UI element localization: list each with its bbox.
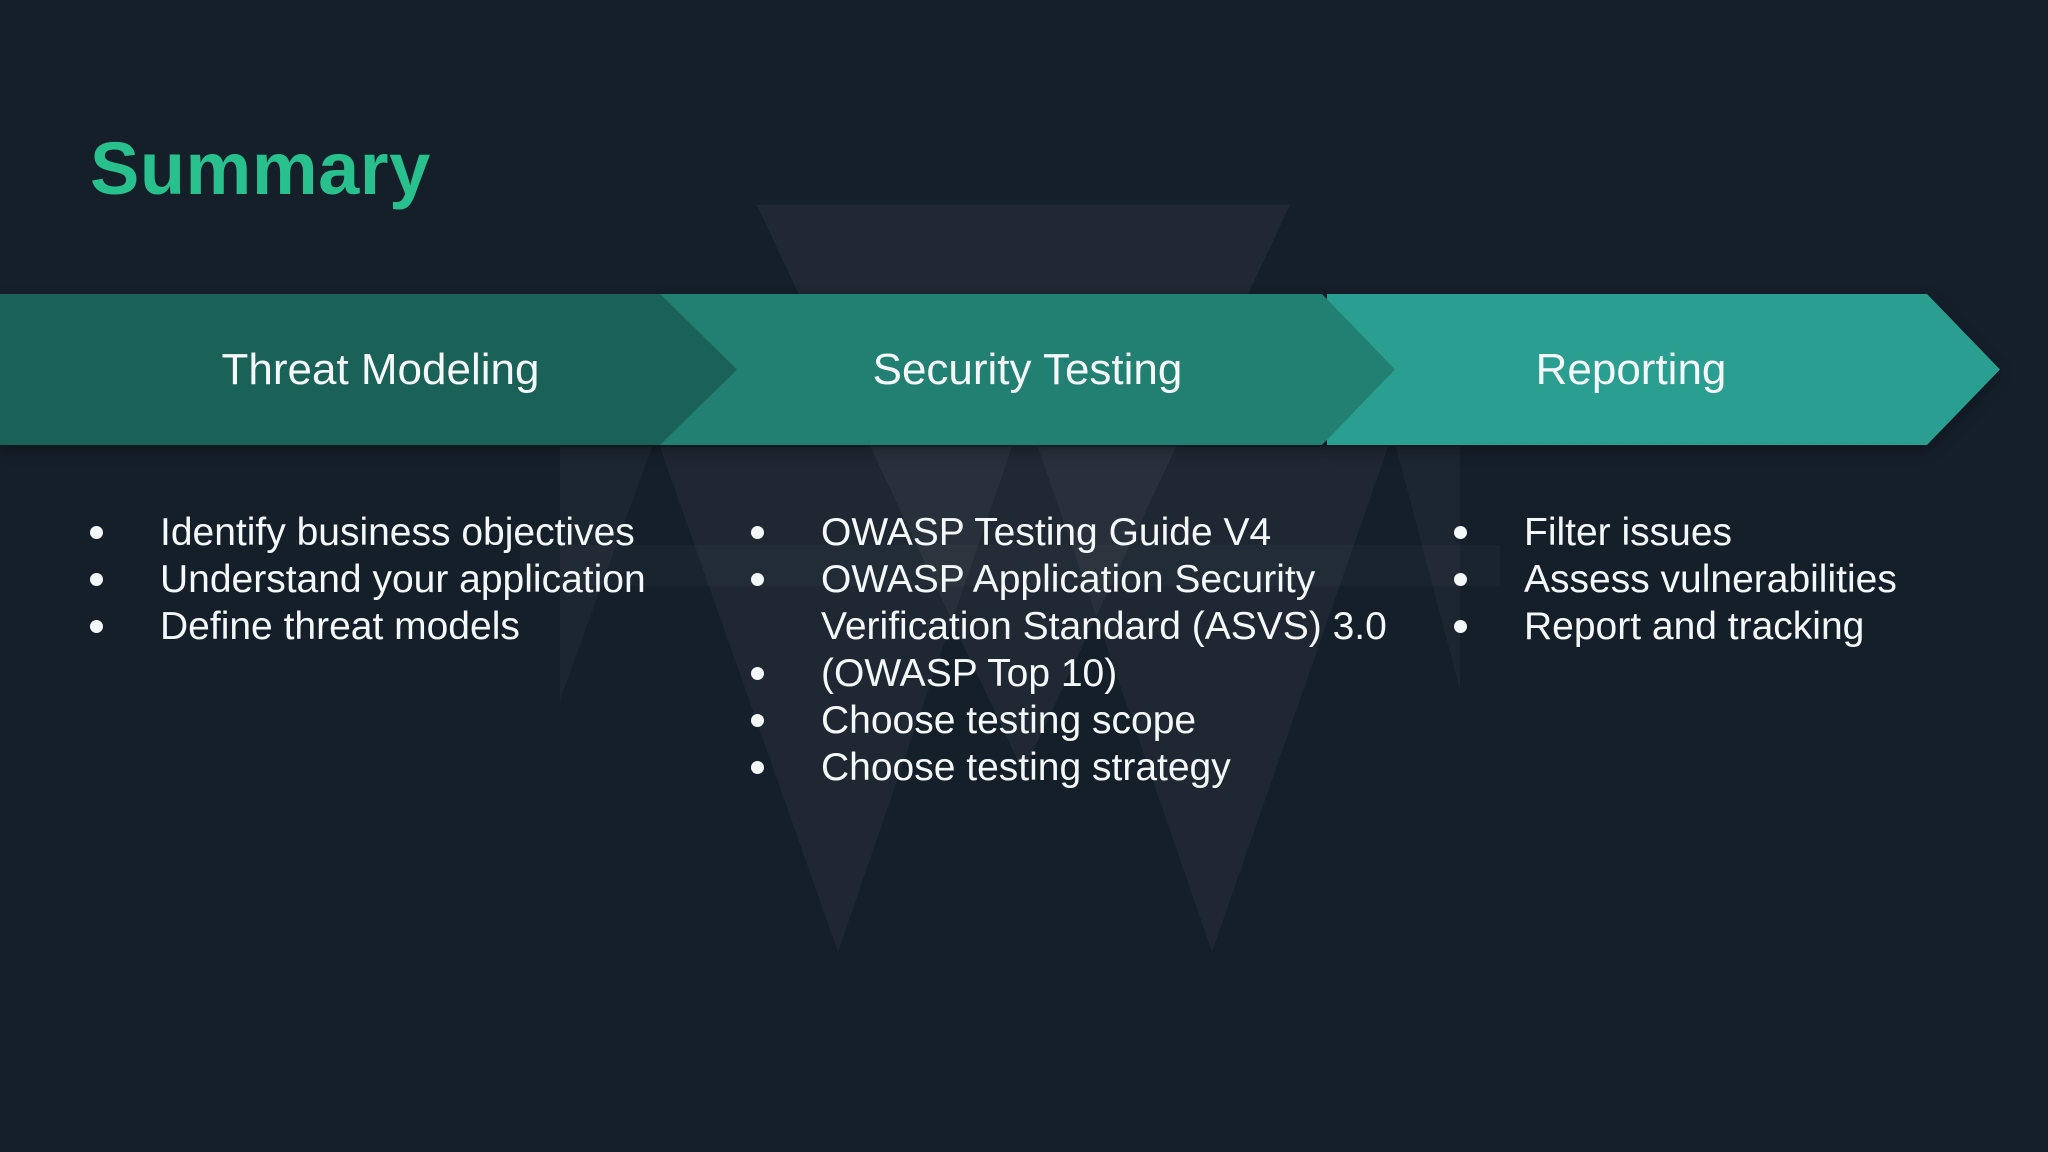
list-item: OWASP Application Security Verification … [751,556,1431,650]
bullet-icon [751,714,764,727]
list-item: Report and tracking [1454,603,2048,650]
list-item-text: Report and tracking [1524,605,1865,648]
list-item: Choose testing scope [751,697,1431,744]
reporting-list: Filter issues Assess vulnerabilities Rep… [1454,509,2048,650]
list-item-text: OWASP Application Security Verification … [821,558,1387,648]
bullet-icon [751,667,764,680]
list-item: (OWASP Top 10) [751,650,1431,697]
stage-arrow-security-testing: Security Testing [660,294,1395,445]
list-item: Identify business objectives [90,509,710,556]
list-item-text: Understand your application [160,558,646,601]
list-item-text: Define threat models [160,605,520,648]
bullet-icon [90,573,103,586]
list-item: Understand your application [90,556,710,603]
bullet-icon [751,526,764,539]
bullet-icon [90,526,103,539]
list-item: Define threat models [90,603,710,650]
list-item: Choose testing strategy [751,744,1431,791]
bullet-icon [751,573,764,586]
stage-label: Security Testing [872,344,1183,394]
list-item-text: Filter issues [1524,511,1733,554]
list-item-text: OWASP Testing Guide V4 [821,511,1272,554]
bullet-icon [1454,526,1467,539]
list-item-text: Identify business objectives [160,511,635,554]
process-chevron-band: Threat Modeling Security Testing Reporti… [0,294,2048,445]
bullet-icon [90,620,103,633]
stage-arrow-reporting: Reporting [1327,294,2000,445]
bullet-icon [1454,620,1467,633]
list-item: Filter issues [1454,509,2048,556]
list-item-text: Choose testing strategy [821,746,1231,789]
bullet-icon [751,761,764,774]
list-item-text: (OWASP Top 10) [821,652,1118,695]
security-testing-list: OWASP Testing Guide V4 OWASP Application… [751,509,1431,791]
list-item-text: Choose testing scope [821,699,1197,742]
bullet-icon [1454,573,1467,586]
list-item: OWASP Testing Guide V4 [751,509,1431,556]
stage-label: Threat Modeling [221,344,540,394]
threat-modeling-list: Identify business objectives Understand … [90,509,710,650]
slide-title: Summary [90,127,431,210]
list-item: Assess vulnerabilities [1454,556,2048,603]
stage-arrow-threat-modeling: Threat Modeling [0,294,737,445]
stage-label: Reporting [1535,344,1727,394]
list-item-text: Assess vulnerabilities [1524,558,1897,601]
